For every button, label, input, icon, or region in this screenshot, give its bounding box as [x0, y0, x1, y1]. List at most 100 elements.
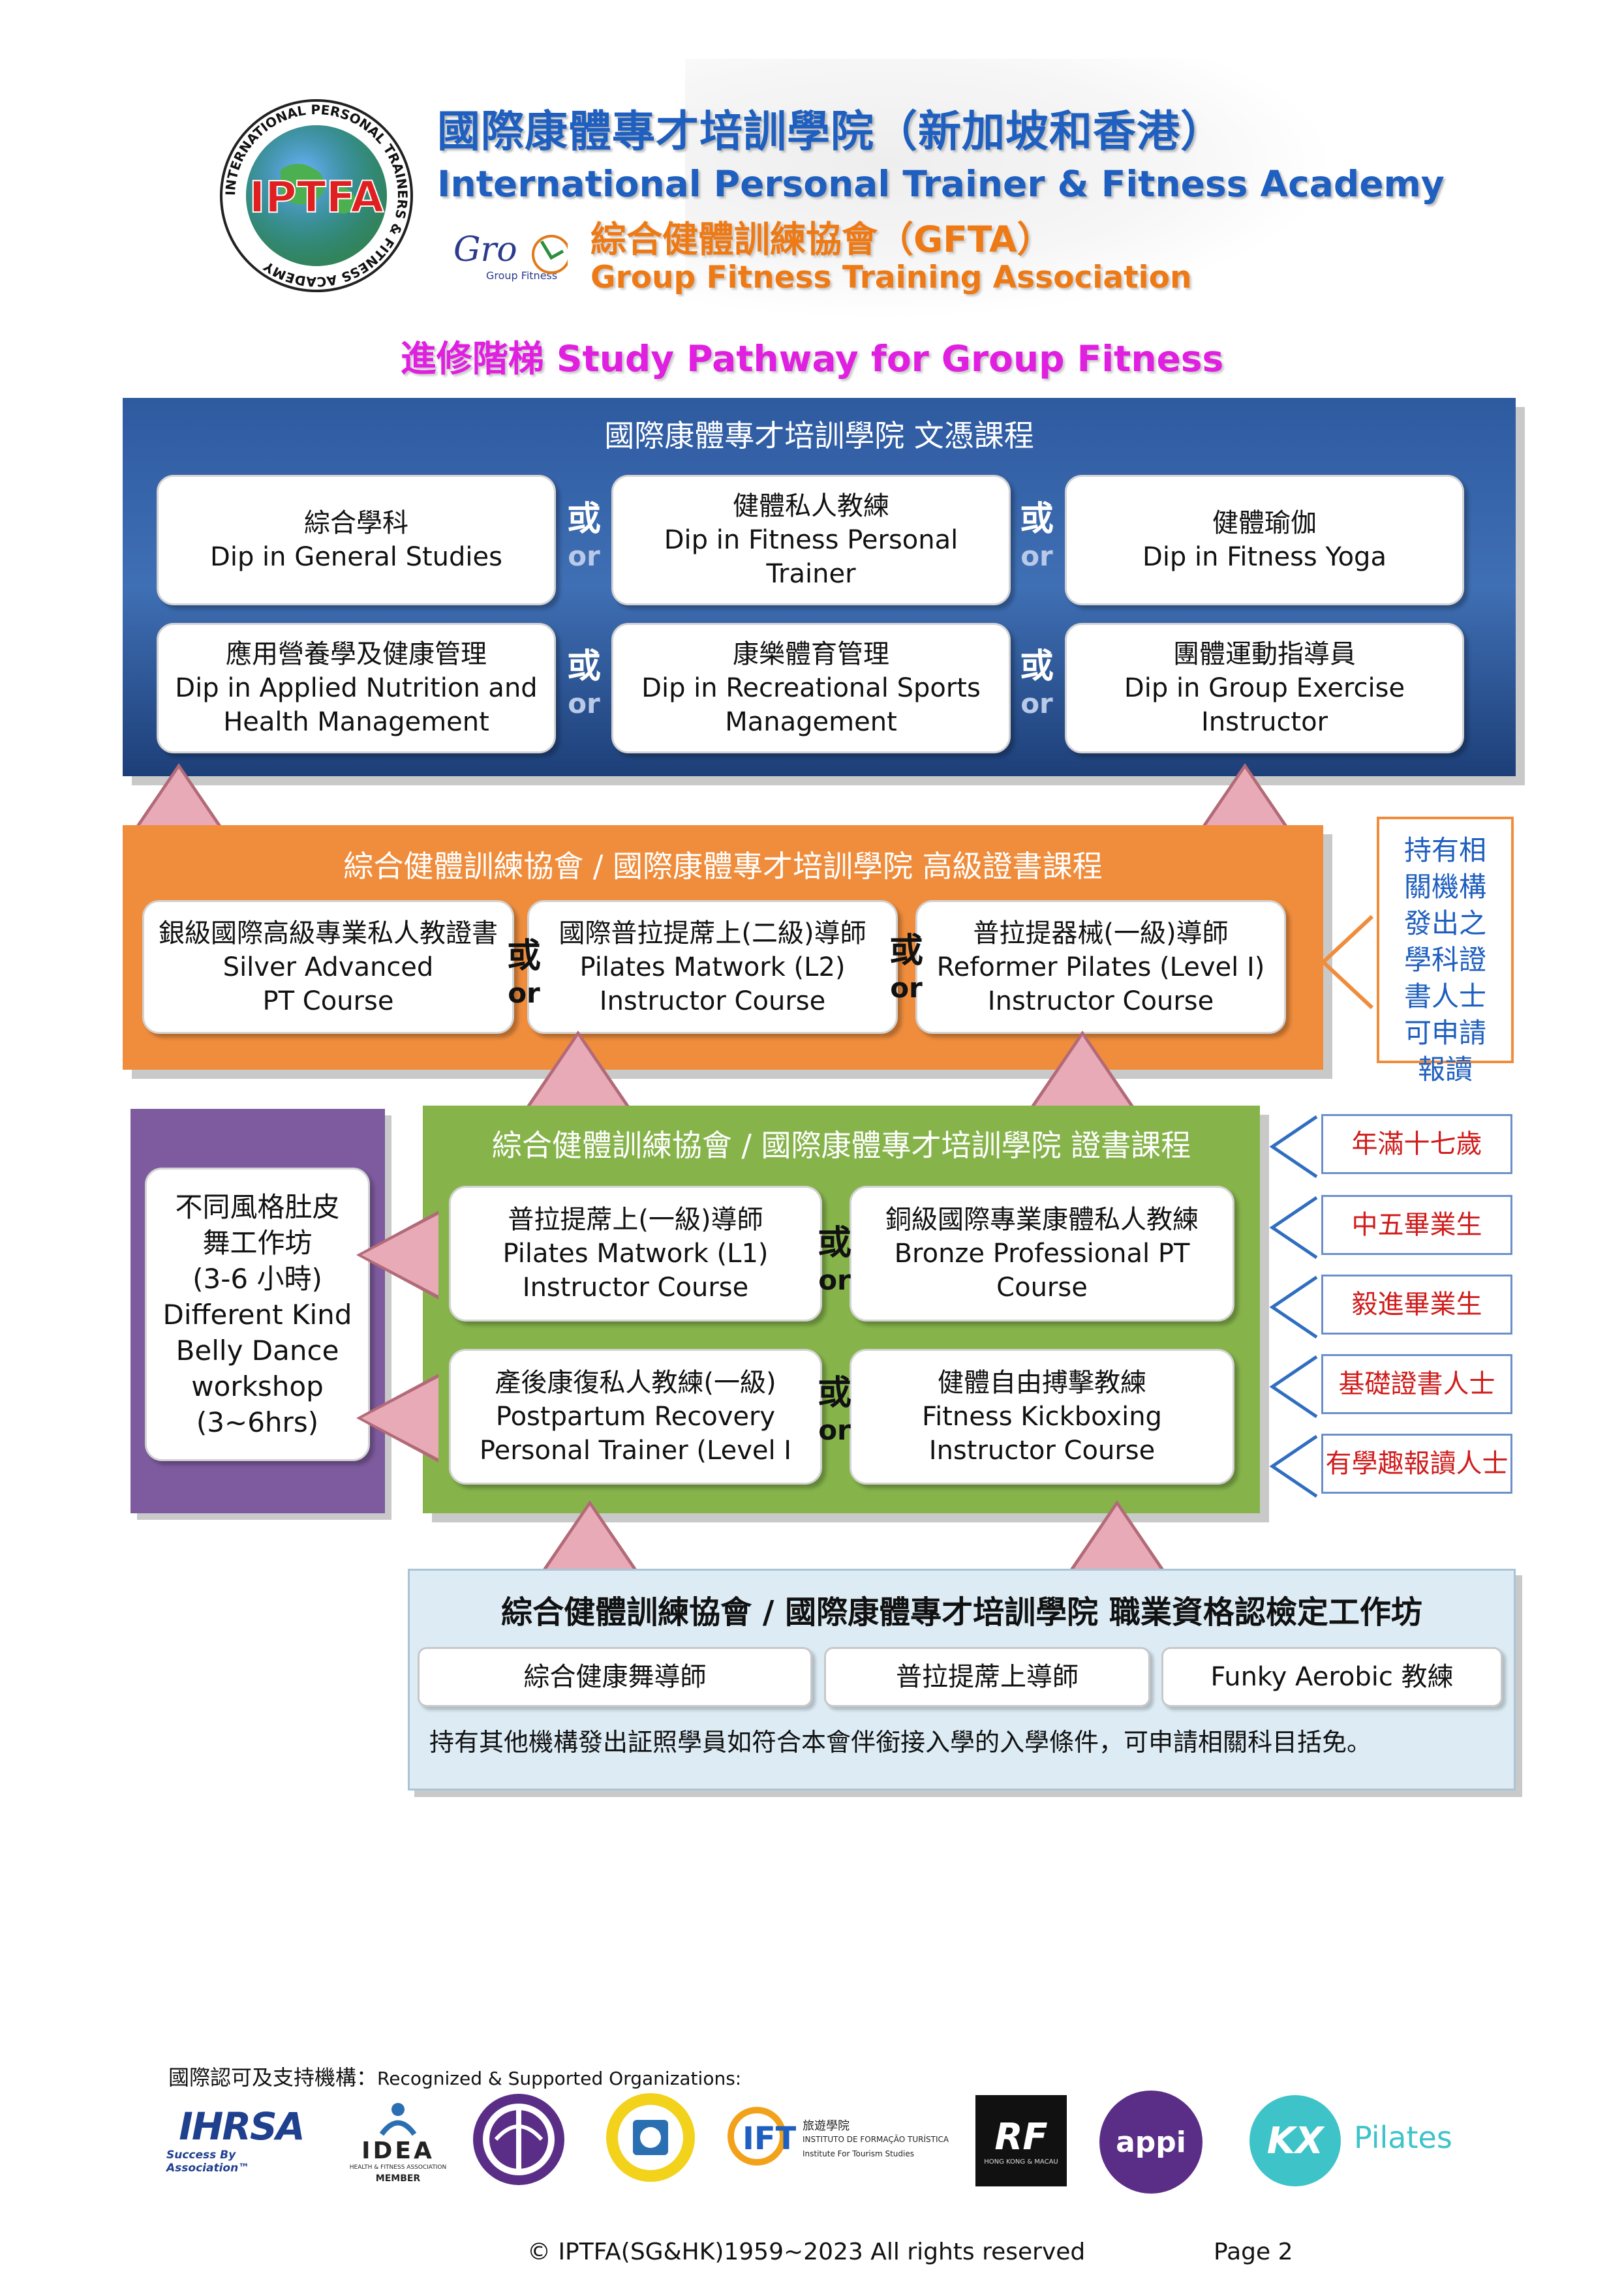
iptfa-logo: INTERNATIONAL PERSONAL TRAINERS & FITNES… — [219, 98, 414, 294]
course-name-en: Dip in Applied Nutrition and Health Mana… — [175, 673, 538, 737]
course-name-zh: 國際普拉提蓆上(二級)導師 — [559, 918, 866, 948]
diploma-course[interactable]: 綜合學科 Dip in General Studies — [157, 475, 556, 605]
kx-pilates-logo: KX — [1249, 2095, 1341, 2186]
course-name-zh: 銅級國際專業康體私人教練 — [885, 1205, 1199, 1235]
course-name-zh: 應用營養學及健康管理 — [226, 639, 487, 669]
certificate-course[interactable]: 產後康復私人教練(一級) Postpartum Recovery Persona… — [449, 1349, 822, 1485]
left-arrow-icon — [1310, 913, 1375, 1011]
organizations-label: 國際認可及支持機構：Recognized & Supported Organiz… — [168, 2065, 742, 2090]
advanced-entry-note: 持有相關機構發出之學科證書人士可申請報讀 — [1377, 817, 1514, 1085]
diploma-course[interactable]: 健體私人教練 Dip in Fitness Personal Trainer — [611, 475, 1011, 605]
workshop-item[interactable]: 綜合健康舞導師 — [418, 1647, 812, 1707]
course-name-zh: 團體運動指導員 — [1173, 639, 1356, 669]
eligibility-tag: 年滿十七歲 — [1321, 1114, 1512, 1174]
eligibility-tag: 中五畢業生 — [1321, 1195, 1512, 1255]
certificate-title: 綜合健體訓練協會 / 國際康體專才培訓學院 證書課程 — [491, 1128, 1191, 1163]
course-name-en: Dip in Recreational Sports Management — [641, 673, 981, 737]
eligibility-tag: 毅進畢業生 — [1321, 1275, 1512, 1335]
belly-dance-en: Different Kind Belly Dance workshop — [162, 1298, 352, 1402]
advanced-title: 綜合健體訓練協會 / 國際康體專才培訓學院 高級證書課程 — [343, 849, 1103, 884]
course-name-en: Silver Advanced PT Course — [222, 952, 434, 1016]
eligibility-tag: 有學趣報讀人士 — [1321, 1434, 1512, 1494]
course-name-zh: 健體瑜伽 — [1212, 508, 1317, 538]
diploma-course[interactable]: 健體瑜伽 Dip in Fitness Yoga — [1065, 475, 1464, 605]
course-name-en: Dip in Group Exercise Instructor — [1124, 673, 1405, 737]
course-name-en: Dip in Fitness Yoga — [1142, 542, 1387, 572]
course-name-zh: 綜合學科 — [304, 508, 408, 538]
diploma-course[interactable]: 應用營養學及健康管理 Dip in Applied Nutrition and … — [157, 623, 556, 753]
association-title-zh: 綜合健體訓練協會（GFTA） — [590, 219, 1053, 260]
up-arrow-icon — [526, 1036, 630, 1113]
workshop-note: 持有其他機構發出証照學員如符合本會伴銜接入學的入學條件，可申請相關科目括免。 — [429, 1728, 1372, 1757]
course-name-en: Dip in General Studies — [210, 542, 502, 572]
workshop-item[interactable]: Funky Aerobic 教練 — [1161, 1647, 1503, 1707]
course-name-zh: 康樂體育管理 — [733, 639, 889, 669]
copyright: © IPTFA(SG&HK)1959~2023 All rights reser… — [527, 2239, 1086, 2265]
diploma-title: 國際康體專才培訓學院 文憑課程 — [604, 418, 1034, 453]
left-arrow-icon — [361, 1378, 438, 1458]
advanced-course[interactable]: 國際普拉提蓆上(二級)導師 Pilates Matwork (L2) Instr… — [527, 900, 898, 1034]
course-name-en: Fitness Kickboxing Instructor Course — [922, 1402, 1162, 1466]
appi-logo: appi — [1099, 2091, 1203, 2194]
workshop-title: 綜合健體訓練協會 / 國際康體專才培訓學院 職業資格認檢定工作坊 — [501, 1594, 1422, 1631]
course-name-zh: 健體自由搏擊教練 — [938, 1368, 1146, 1398]
rf-logo: RF HONG KONG & MACAU — [975, 2095, 1067, 2186]
advanced-course[interactable]: 銀級國際高級專業私人教證書 Silver Advanced PT Course — [142, 900, 514, 1034]
diploma-course[interactable]: 團體運動指導員 Dip in Group Exercise Instructor — [1065, 623, 1464, 753]
course-name-en: Dip in Fitness Personal Trainer — [664, 525, 958, 589]
certificate-course[interactable]: 銅級國際專業康體私人教練 Bronze Professional PT Cour… — [850, 1186, 1234, 1322]
up-arrow-icon — [1030, 1036, 1135, 1113]
advanced-course[interactable]: 普拉提器械(一級)導師 Reformer Pilates (Level I) I… — [915, 900, 1286, 1034]
gf-logo-text: Group Fitness — [486, 269, 557, 282]
belly-dance-workshop[interactable]: 不同風格肚皮舞工作坊 (3-6 小時) Different Kind Belly… — [145, 1168, 370, 1461]
certificate-course[interactable]: 健體自由搏擊教練 Fitness Kickboxing Instructor C… — [850, 1349, 1234, 1485]
course-name-en: Pilates Matwork (L2) Instructor Course — [579, 952, 846, 1016]
course-name-zh: 普拉提器械(一級)導師 — [973, 918, 1229, 948]
course-name-zh: 普拉提蓆上(一級)導師 — [508, 1205, 763, 1235]
eligibility-tag: 基礎證書人士 — [1321, 1354, 1512, 1414]
logo-text: IPTFA — [249, 172, 384, 222]
svg-text:IFT: IFT — [743, 2121, 796, 2157]
course-name-en: Reformer Pilates (Level I) Instructor Co… — [936, 952, 1265, 1016]
left-arrow-icon — [361, 1215, 438, 1295]
course-name-en: Bronze Professional PT Course — [894, 1239, 1190, 1303]
idea-logo: IDEA HEALTH & FITNESS ASSOCIATION MEMBER — [346, 2094, 450, 2192]
svg-text:Gro: Gro — [453, 230, 517, 269]
academy-title-zh: 國際康體專才培訓學院（新加坡和香港） — [437, 106, 1224, 157]
chevron-left-icon — [1266, 1434, 1319, 1499]
ihrsa-logo: IHRSA Success By Association™ — [166, 2104, 305, 2175]
course-name-zh: 產後康復私人教練(一級) — [495, 1368, 776, 1398]
idea-figure-icon — [379, 2103, 417, 2136]
course-name-zh: 健體私人教練 — [733, 491, 889, 521]
course-name-en: Pilates Matwork (L1) Instructor Course — [502, 1239, 769, 1303]
chevron-left-icon — [1266, 1275, 1319, 1340]
world-map-watermark — [685, 59, 1338, 320]
academy-title-en: International Personal Trainer & Fitness… — [437, 163, 1445, 205]
course-name-zh: 銀級國際高級專業私人教證書 — [159, 918, 498, 948]
page-number: Page 2 — [1214, 2239, 1293, 2265]
diploma-course[interactable]: 康樂體育管理 Dip in Recreational Sports Manage… — [611, 623, 1011, 753]
belly-dance-hours-zh: (3-6 小時) — [192, 1262, 322, 1295]
ift-logo: IFT 旅遊學院 INSTITUTO DE FORMAÇÃO TURÍSTICA… — [724, 2104, 953, 2175]
group-fitness-logo: Gro Group Fitness — [450, 215, 571, 294]
belly-dance-hours-en: (3~6hrs) — [196, 1406, 319, 1438]
chevron-left-icon — [1266, 1354, 1319, 1419]
taekwondo-circle-logo — [470, 2091, 568, 2188]
kx-pilates-label: Pilates — [1354, 2120, 1452, 2155]
pathway-title: 進修階梯 Study Pathway for Group Fitness — [400, 338, 1224, 380]
certificate-course[interactable]: 普拉提蓆上(一級)導師 Pilates Matwork (L1) Instruc… — [449, 1186, 822, 1322]
chevron-left-icon — [1266, 1195, 1319, 1260]
workshop-item[interactable]: 普拉提蓆上導師 — [824, 1647, 1150, 1707]
association-title-en: Group Fitness Training Association — [590, 260, 1192, 295]
belly-dance-zh: 不同風格肚皮舞工作坊 — [175, 1190, 340, 1259]
university-seal-logo — [604, 2091, 698, 2185]
chevron-left-icon — [1266, 1114, 1319, 1179]
